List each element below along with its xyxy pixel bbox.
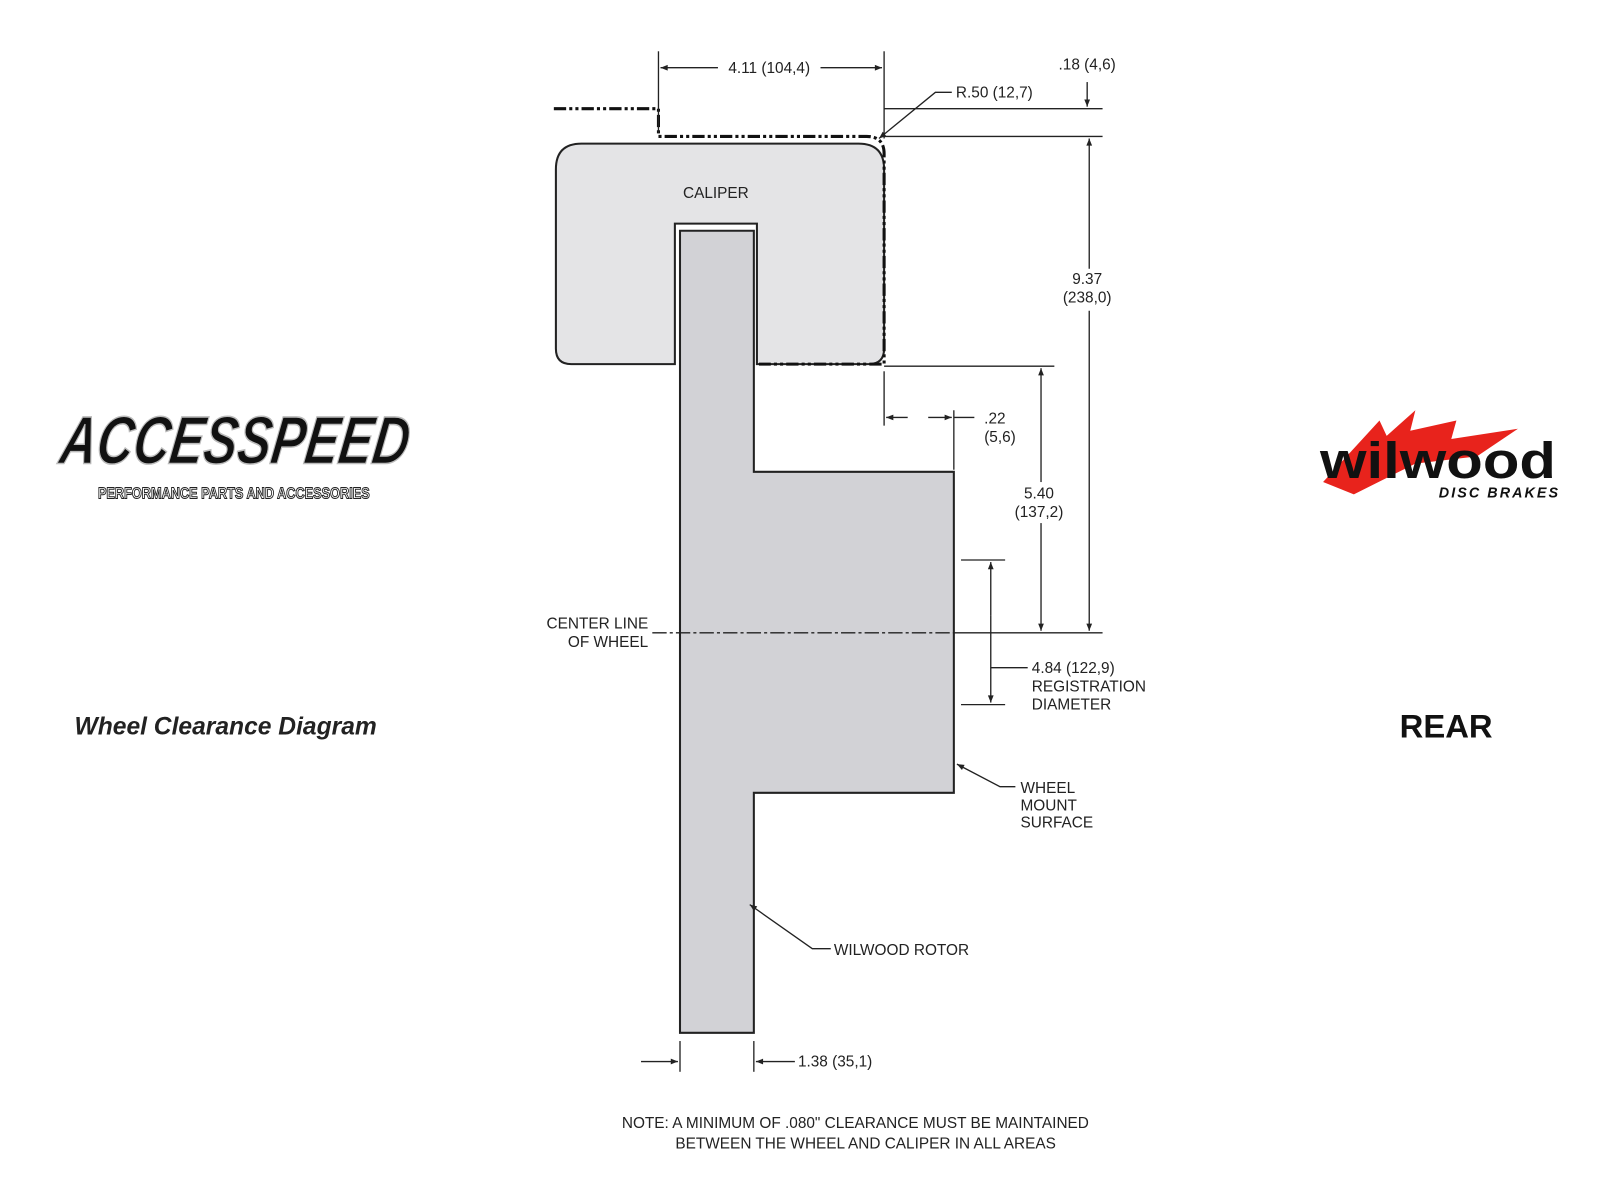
svg-text:ACCESSPEED: ACCESSPEED <box>54 403 415 479</box>
clearance-note: NOTE: A MINIMUM OF .080" CLEARANCE MUST … <box>622 1115 1089 1153</box>
svg-text:SURFACE: SURFACE <box>1021 815 1094 832</box>
svg-text:1.38 (35,1): 1.38 (35,1) <box>798 1054 872 1071</box>
svg-text:PERFORMANCE PARTS AND ACCESSOR: PERFORMANCE PARTS AND ACCESSORIES <box>98 485 370 502</box>
position-label: REAR <box>1400 707 1493 744</box>
diagram-title: Wheel Clearance Diagram <box>75 713 377 740</box>
wilwood-logo: wilwood DISC BRAKES <box>1319 410 1560 501</box>
svg-text:CENTER LINE: CENTER LINE <box>547 616 649 633</box>
svg-text:(238,0): (238,0) <box>1063 290 1112 307</box>
red-swoosh <box>1323 410 1518 495</box>
svg-text:REGISTRATION: REGISTRATION <box>1032 678 1146 695</box>
dimension-radius: R.50 (12,7) <box>878 84 1033 139</box>
svg-text:DIAMETER: DIAMETER <box>1032 697 1111 714</box>
svg-text:DISC BRAKES: DISC BRAKES <box>1439 485 1560 501</box>
rotor-callout: WILWOOD ROTOR <box>749 904 969 959</box>
svg-text:BETWEEN THE WHEEL AND CALIPER: BETWEEN THE WHEEL AND CALIPER IN ALL ARE… <box>675 1136 1055 1153</box>
svg-text:NOTE: A MINIMUM OF .080" CLEAR: NOTE: A MINIMUM OF .080" CLEARANCE MUST … <box>622 1115 1089 1132</box>
svg-text:wilwood: wilwood <box>1319 432 1556 489</box>
dimension-registration: 4.84 (122,9) REGISTRATION DIAMETER <box>961 559 1146 714</box>
wheel-mount-callout: WHEEL MOUNT SURFACE <box>956 763 1094 832</box>
rotor-shape <box>678 229 955 1034</box>
wheel-centerline: CENTER LINE OF WHEEL <box>547 616 1103 651</box>
clearance-envelope <box>553 107 886 366</box>
svg-text:WHEEL: WHEEL <box>1021 780 1076 797</box>
svg-text:.22: .22 <box>984 411 1005 428</box>
dimension-width: 4.11 (104,4) <box>657 51 885 139</box>
svg-text:.18 (4,6): .18 (4,6) <box>1059 57 1116 74</box>
svg-text:5.40: 5.40 <box>1024 485 1054 502</box>
svg-text:R.50 (12,7): R.50 (12,7) <box>956 84 1033 101</box>
dimension-height: 9.37 (238,0) <box>1063 138 1112 631</box>
svg-text:(5,6): (5,6) <box>984 429 1016 446</box>
svg-text:4.84 (122,9): 4.84 (122,9) <box>1032 660 1115 677</box>
caliper-label: CALIPER <box>683 185 749 202</box>
dimension-hub-height: 5.40 (137,2) <box>884 365 1064 631</box>
svg-text:MOUNT: MOUNT <box>1021 797 1078 814</box>
caliper-shape <box>554 142 886 366</box>
svg-text:(137,2): (137,2) <box>1015 504 1064 521</box>
dimension-inner-gap: .22 (5,6) <box>883 371 1016 470</box>
svg-text:OF WHEEL: OF WHEEL <box>568 634 649 651</box>
dimension-offset-top: .18 (4,6) <box>884 57 1116 138</box>
accesspeed-logo: ACCESSPEED PERFORMANCE PARTS AND ACCESSO… <box>54 402 416 503</box>
dimension-rotor-width: 1.38 (35,1) <box>641 1041 872 1072</box>
svg-text:9.37: 9.37 <box>1072 271 1102 288</box>
svg-text:WILWOOD ROTOR: WILWOOD ROTOR <box>834 942 969 959</box>
svg-text:4.11 (104,4): 4.11 (104,4) <box>728 60 810 77</box>
